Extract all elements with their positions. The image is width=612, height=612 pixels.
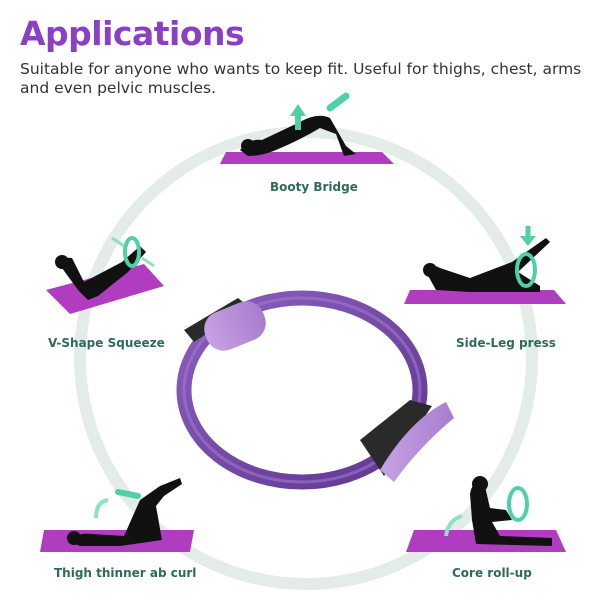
figure-silhouette	[240, 115, 356, 156]
arrow-up-icon	[290, 104, 306, 130]
ring-icon	[123, 236, 141, 268]
exercise-core-roll-up	[406, 476, 566, 552]
mat	[404, 290, 566, 304]
figure-silhouette	[70, 478, 182, 546]
ring-pad-right	[360, 400, 454, 482]
arrow-icon	[111, 236, 155, 268]
mat	[220, 152, 394, 164]
exercise-label-core-roll-up: Core roll-up	[452, 566, 532, 580]
exercise-side-leg-press	[404, 226, 566, 304]
ring-icon	[326, 92, 350, 112]
arrow-icon	[444, 514, 463, 537]
exercise-label-v-shape-squeeze: V-Shape Squeeze	[48, 336, 165, 350]
exercise-v-shape-squeeze	[46, 236, 164, 314]
arrow-down-icon	[520, 226, 536, 246]
ring-icon	[507, 486, 529, 522]
pilates-ring	[176, 290, 454, 490]
page-title: Applications	[20, 14, 245, 53]
exercise-booty-bridge	[220, 92, 394, 164]
ring-icon	[115, 489, 141, 499]
exercise-label-booty-bridge: Booty Bridge	[270, 180, 358, 194]
exercise-label-side-leg-press: Side-Leg press	[456, 336, 556, 350]
page-description: Suitable for anyone who wants to keep fi…	[20, 60, 582, 97]
figure-silhouette	[470, 481, 552, 546]
exercise-label-thigh-thinner-ab-curl: Thigh thinner ab curl	[54, 566, 197, 580]
ring-icon	[515, 252, 537, 288]
ring-pad-left	[184, 298, 266, 351]
arrow-up-icon	[94, 498, 109, 519]
exercise-thigh-thinner-ab-curl	[40, 478, 194, 552]
